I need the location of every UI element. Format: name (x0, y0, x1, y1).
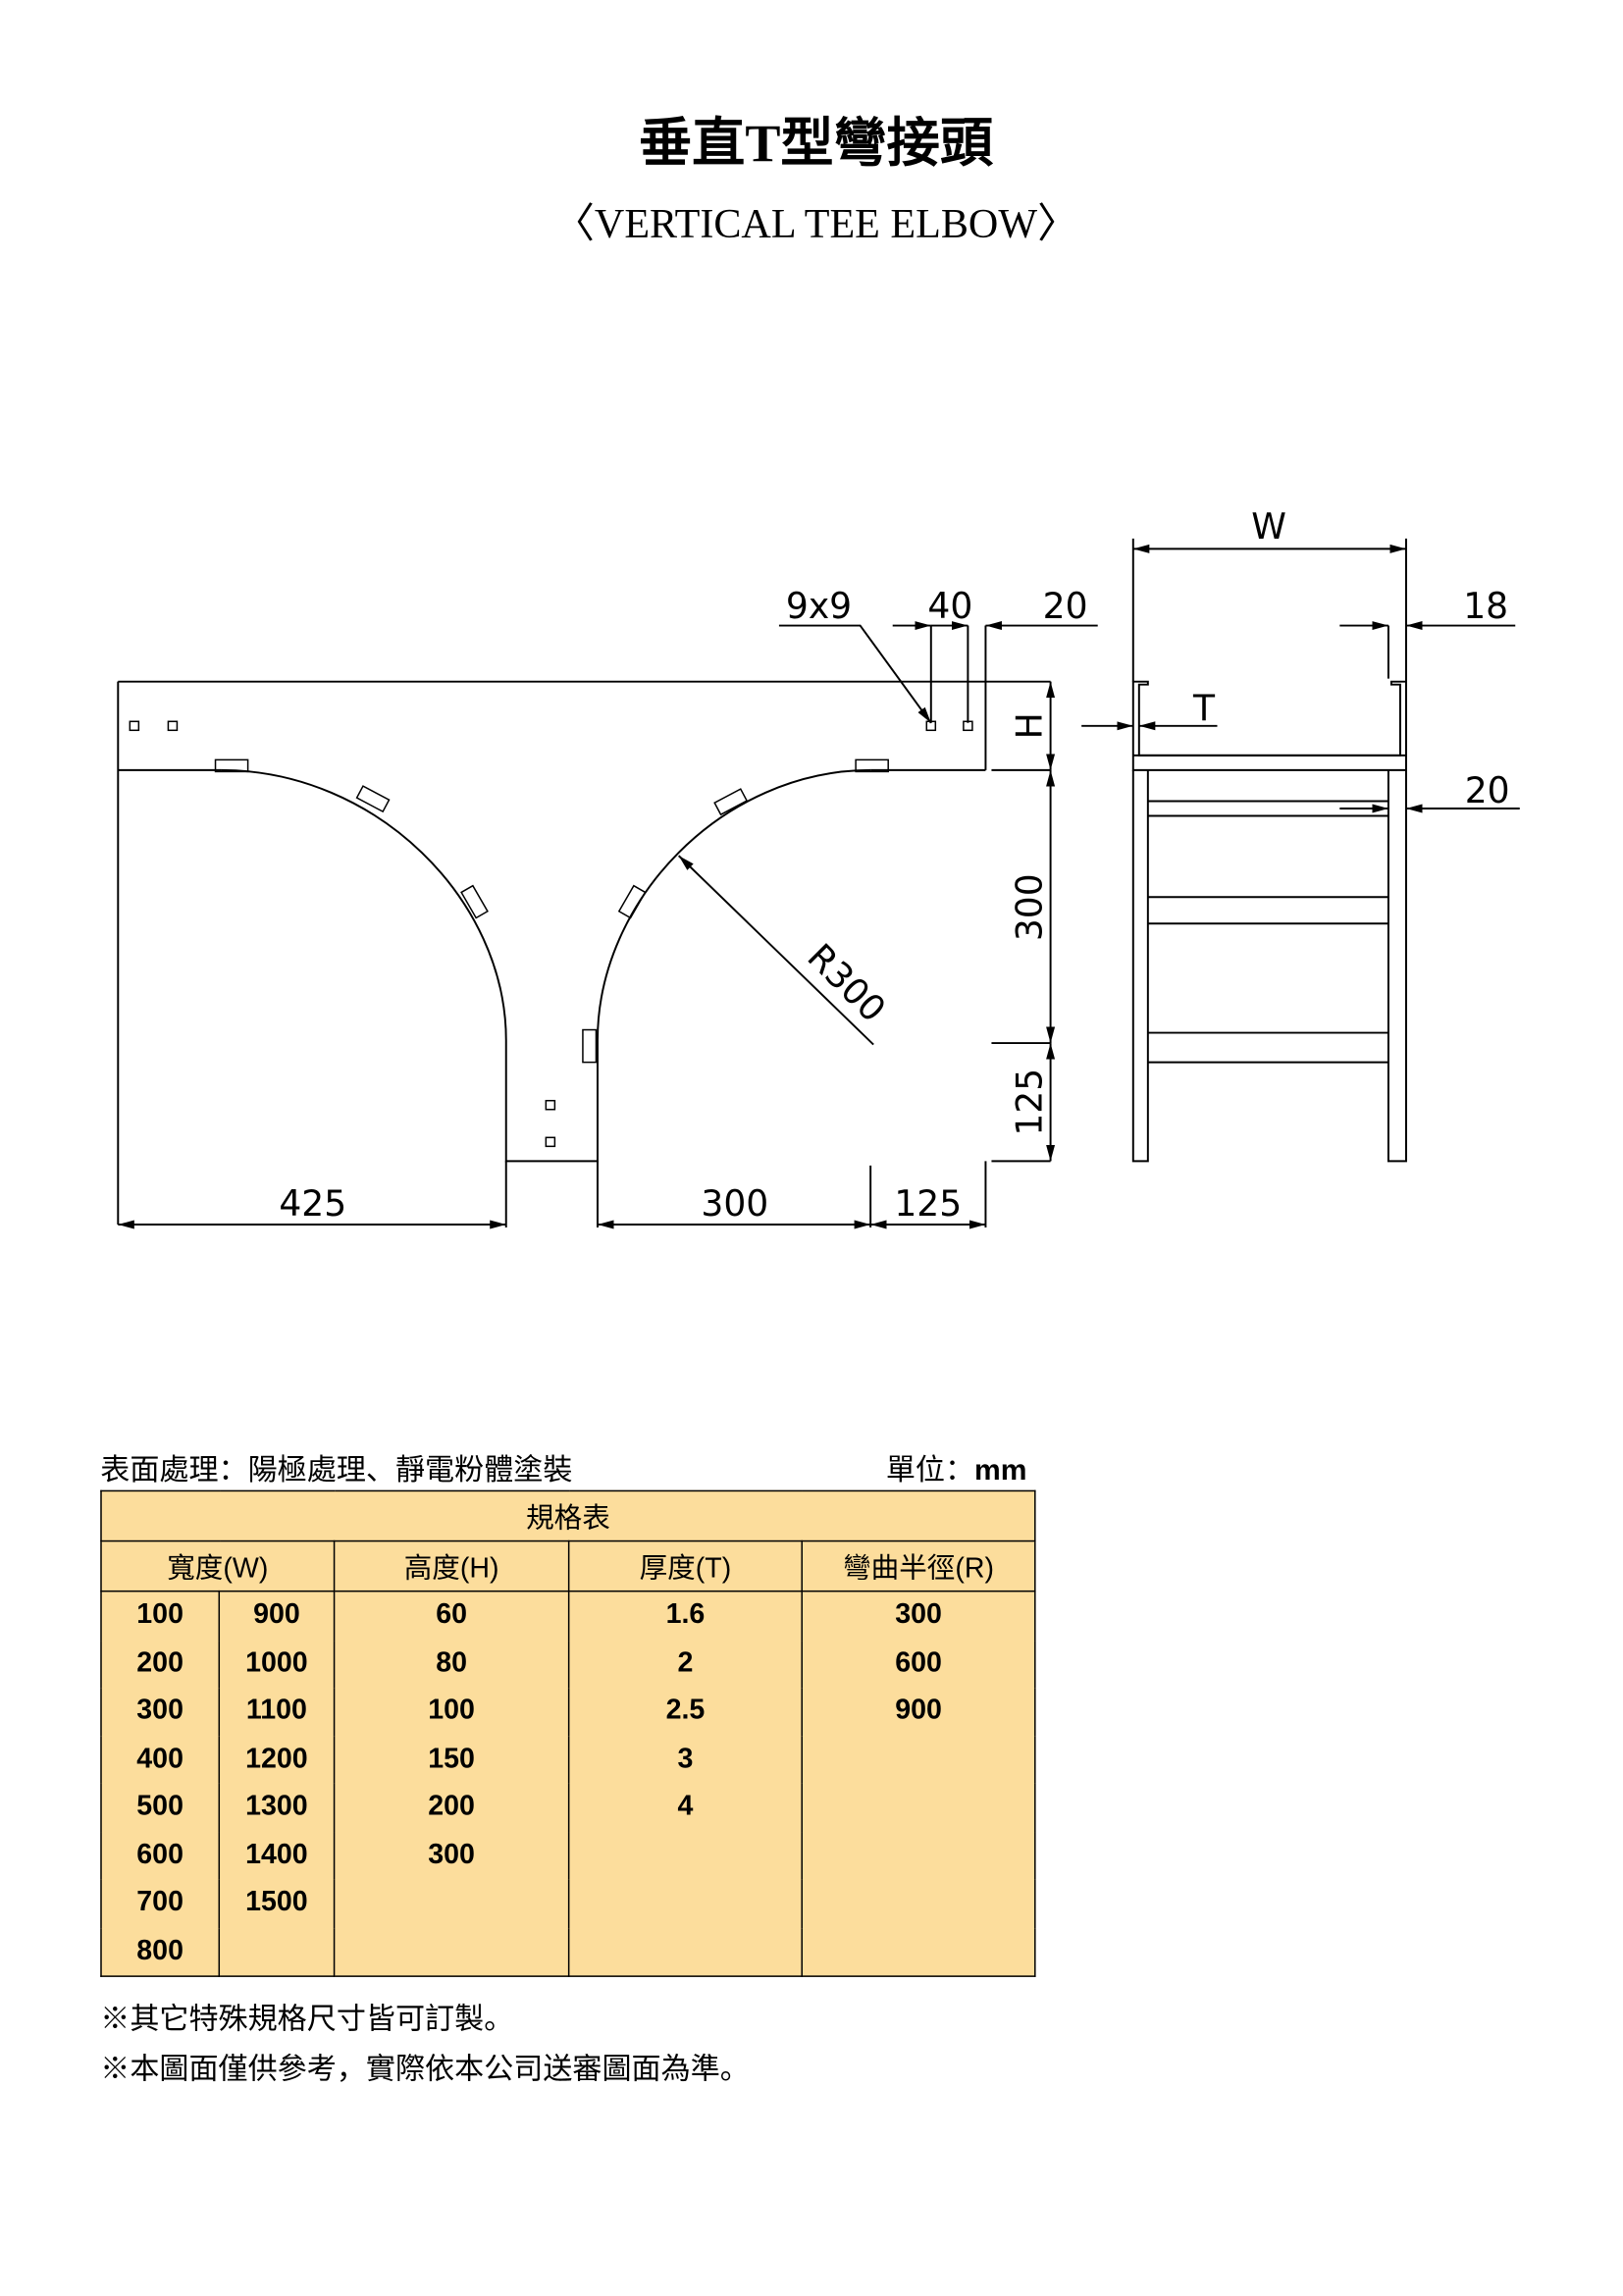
table-cell: 1200 (218, 1736, 336, 1784)
table-cell: 60 (333, 1591, 570, 1641)
table-cell: 1.6 (567, 1591, 803, 1641)
table-cell: 3 (567, 1736, 803, 1784)
table-cell: 600 (100, 1831, 221, 1880)
table-cell: 200 (333, 1783, 570, 1832)
table-cell: 1300 (218, 1783, 336, 1832)
table-row: 800 (100, 1927, 1036, 1977)
front-view (117, 621, 1098, 1229)
horizontal-425-label: 425 (279, 1183, 346, 1225)
table-cell: 200 (100, 1640, 221, 1689)
table-cell: 300 (801, 1591, 1036, 1641)
technical-drawing: 9x9 40 20 W 18 T 20 H 300 125 R300 425 3… (117, 506, 1520, 1229)
unit: 單位：mm (886, 1446, 1027, 1489)
vertical-300-label: 300 (1010, 873, 1051, 941)
table-cell: 500 (100, 1783, 221, 1832)
table-cell (801, 1831, 1036, 1880)
header-thickness: 厚度(T) (567, 1539, 803, 1592)
table-cell: 900 (801, 1688, 1036, 1737)
radius-label: R300 (799, 936, 893, 1030)
table-cell: 900 (218, 1591, 336, 1641)
dim-20-side-label: 20 (1465, 770, 1510, 811)
side-view (1081, 538, 1520, 1163)
table-cell (801, 1927, 1036, 1977)
table-cell: 1400 (218, 1831, 336, 1880)
tabs (214, 758, 889, 1064)
table-cell: 100 (333, 1688, 570, 1737)
dim-40-label: 40 (927, 586, 972, 627)
table-cell: 800 (100, 1927, 221, 1977)
table-cell: 700 (100, 1879, 221, 1928)
note-custom: ※其它特殊規格尺寸皆可訂製。 (100, 2003, 514, 2037)
header-height: 高度(H) (333, 1539, 570, 1592)
spec-table-title: 規格表 (100, 1489, 1036, 1542)
horizontal-125-label: 125 (894, 1183, 962, 1225)
table-cell (801, 1736, 1036, 1784)
mounting-holes (129, 720, 973, 1148)
header-width: 寬度(W) (100, 1539, 336, 1592)
table-cell: 150 (333, 1736, 570, 1784)
horizontal-300-label: 300 (701, 1183, 768, 1225)
table-cell: 300 (333, 1831, 570, 1880)
table-cell (567, 1927, 803, 1977)
notes: ※其它特殊規格尺寸皆可訂製。 ※本圖面僅供參考，實際依本公司送審圖面為準。 (100, 1995, 750, 2095)
table-cell: 1000 (218, 1640, 336, 1689)
table-cell: 300 (100, 1688, 221, 1737)
table-cell (567, 1879, 803, 1928)
table-cell: 80 (333, 1640, 570, 1689)
table-cell (218, 1927, 336, 1977)
table-cell: 1500 (218, 1879, 336, 1928)
surface-treatment: 表面處理：陽極處理、靜電粉體塗裝 (100, 1454, 573, 1487)
thickness-t-label: T (1192, 688, 1216, 729)
table-cell: 400 (100, 1736, 221, 1784)
unit-value: mm (974, 1454, 1027, 1487)
width-w-label: W (1251, 506, 1286, 548)
vertical-125-label: 125 (1010, 1069, 1051, 1136)
table-cell (333, 1879, 570, 1928)
height-h-label: H (1010, 712, 1051, 739)
table-cell: 600 (801, 1640, 1036, 1689)
page-title: 垂直T型彎接頭 (639, 113, 993, 173)
table-cell (333, 1927, 570, 1977)
unit-label: 單位： (885, 1454, 975, 1487)
table-cell (801, 1879, 1036, 1928)
table-cell: 4 (567, 1783, 803, 1832)
table-cell: 2 (567, 1640, 803, 1689)
dim-18-label: 18 (1463, 586, 1508, 627)
table-cell (567, 1831, 803, 1880)
table-cell: 1100 (218, 1688, 336, 1737)
table-cell: 100 (100, 1591, 221, 1641)
dim-20-top-label: 20 (1043, 586, 1088, 627)
table-cell (801, 1783, 1036, 1832)
table-cell: 2.5 (567, 1688, 803, 1737)
header-radius: 彎曲半徑(R) (801, 1539, 1036, 1592)
hole-size-label: 9x9 (786, 586, 852, 627)
page-subtitle: 〈VERTICAL TEE ELBOW〉 (552, 201, 1079, 248)
note-reference: ※本圖面僅供參考，實際依本公司送審圖面為準。 (100, 2054, 750, 2087)
